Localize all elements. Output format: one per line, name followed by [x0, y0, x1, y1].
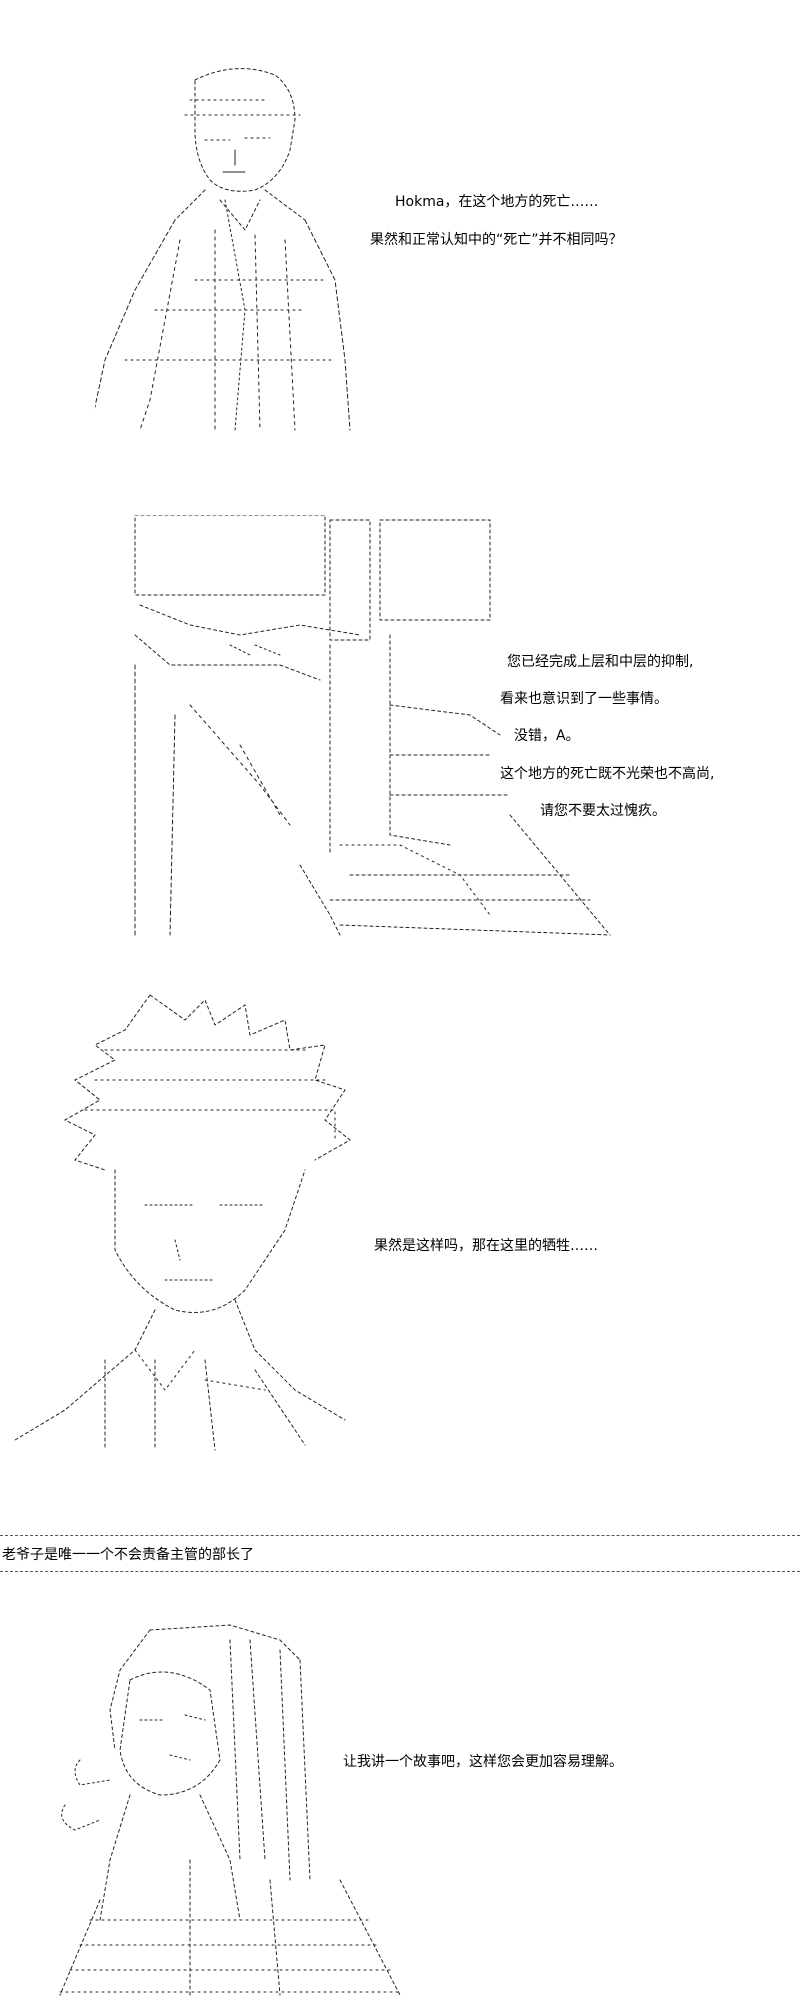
spiky-hair-man-ascii-art-icon	[5, 990, 405, 1465]
panel-1-line-2: 果然和正常认知中的“死亡”并不相同吗？	[370, 232, 623, 248]
panel-2-line-4: 这个地方的死亡既不光荣也不高尚,	[500, 766, 715, 782]
panel-2: 您已经完成上层和中层的抑制, 看来也意识到了一些事情。 没错，A。 这个地方的死…	[0, 500, 800, 940]
top-divider	[0, 1535, 800, 1536]
seated-figure-ascii-art-icon	[130, 515, 620, 945]
standing-man-ascii-art-icon	[95, 60, 405, 470]
panel-5: 让我讲一个故事吧，这样您会更加容易理解。	[0, 1615, 800, 2000]
panel-3: 果然是这样吗，那在这里的牺牲……	[0, 985, 800, 1470]
narration-text: 老爷子是唯一一个不会责备主管的部长了	[2, 1547, 254, 1563]
bottom-divider	[0, 1571, 800, 1572]
panel-2-line-3: 没错，A。	[514, 728, 580, 744]
panel-2-line-2: 看来也意识到了一些事情。	[500, 691, 668, 707]
panel-3-line-1: 果然是这样吗，那在这里的牺牲……	[374, 1238, 598, 1254]
long-hair-woman-ascii-art-icon	[40, 1620, 420, 2000]
panel-2-line-5: 请您不要太过愧疚。	[540, 803, 666, 819]
panel-1: Hokma，在这个地方的死亡…… 果然和正常认知中的“死亡”并不相同吗？	[0, 0, 800, 480]
panel-1-line-1: Hokma，在这个地方的死亡……	[395, 194, 599, 210]
panel-5-line-1: 让我讲一个故事吧，这样您会更加容易理解。	[343, 1754, 623, 1770]
panel-2-line-1: 您已经完成上层和中层的抑制,	[507, 654, 694, 670]
